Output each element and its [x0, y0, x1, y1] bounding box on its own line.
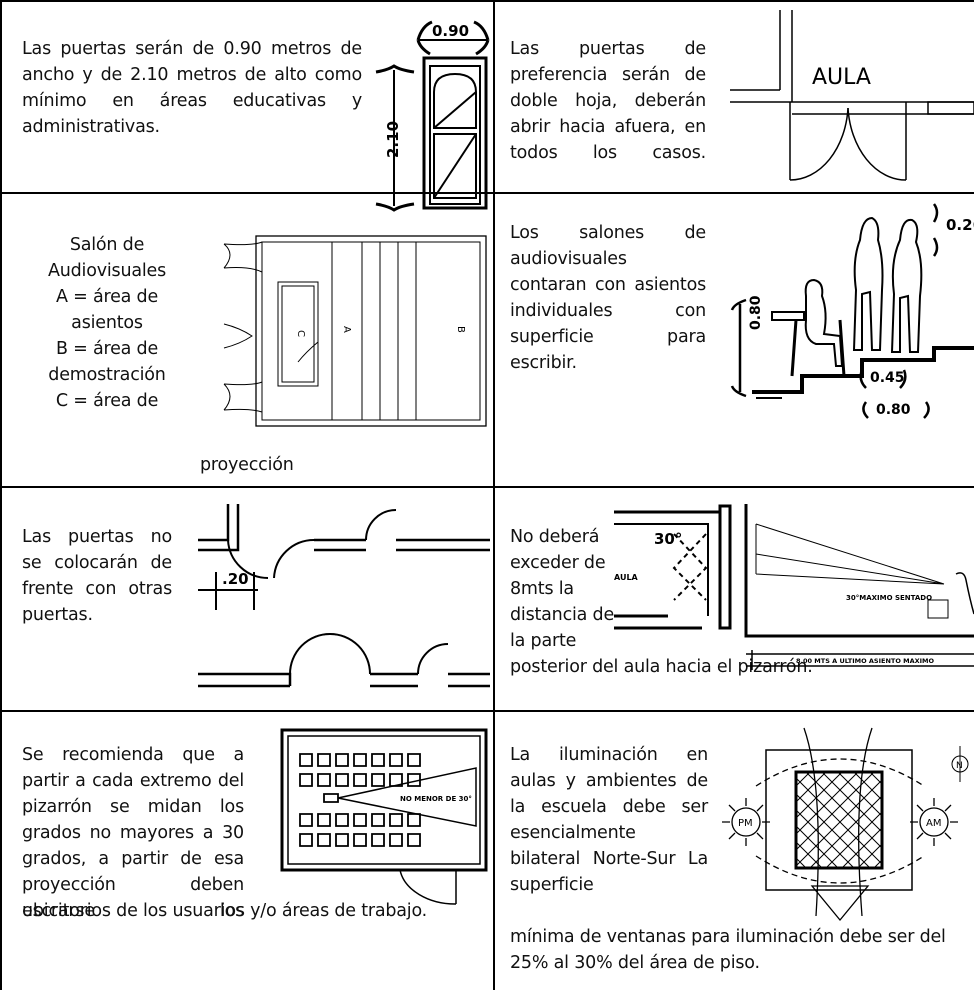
row-divider: [0, 0, 974, 2]
av-seats-text: Los salones de audiovisuales contaran co…: [510, 223, 706, 373]
classroom-desks-figure: NO MENOR DE 30°: [280, 728, 490, 905]
angle-min-label: NO MENOR DE 30°: [400, 795, 472, 803]
distance-8m-label: 8.00 MTS A ULTIMO ASIENTO MAXIMO: [796, 657, 935, 665]
table-center-divider: [493, 0, 495, 990]
distance-text-end: posterior del aula hacia el pizarrón.: [510, 657, 813, 677]
door-elevation-figure: 0.90 2.10: [370, 18, 490, 212]
height-label: 2.10: [384, 121, 402, 158]
lighting-text: La iluminación en aulas y ambientes de l…: [510, 745, 708, 895]
orientation-plan-figure: PM AM N: [712, 726, 974, 922]
doors-double-text: Las puertas de preferencia serán de dobl…: [510, 39, 706, 163]
row-divider: [0, 486, 974, 488]
svg-text:N: N: [956, 761, 963, 771]
area-a-label: A: [341, 326, 352, 333]
av-room-legend: Salón de Audiovisuales A = área de asien…: [47, 235, 167, 411]
board-angle-text-end: escritorios de los usuarios y/o áreas de…: [22, 901, 428, 921]
aula-small-label: AULA: [614, 573, 639, 582]
svg-text:PM: PM: [738, 818, 753, 829]
doors-dimension-text: Las puertas serán de 0.90 metros de anch…: [22, 39, 362, 137]
seated-person-figure: 0.26 0.80 0.45 0.80: [712, 200, 974, 436]
distance-text: No deberá exceder de 8mts la distancia d…: [510, 527, 615, 651]
doors-facing-plan-figure: .20: [198, 500, 490, 700]
classroom-door-plan-figure: AULA: [730, 10, 974, 190]
dim-080-horizontal-label: 0.80: [876, 402, 911, 418]
dim-080-vertical-label: 0.80: [748, 295, 764, 330]
angle-30-label: 30°: [654, 530, 682, 548]
pm-sun-icon: PM: [722, 798, 770, 846]
board-angle-text: Se recomienda que a partir a cada extrem…: [22, 745, 244, 921]
width-label: 0.90: [432, 22, 469, 40]
area-b-label: B: [455, 326, 466, 333]
gap-020-label: .20: [222, 570, 249, 588]
av-room-plan-figure: C A B: [222, 232, 488, 432]
dim-026-label: 0.26: [946, 216, 974, 234]
angle-max-label: 30°MAXIMO SENTADO: [846, 594, 932, 602]
am-sun-icon: AM: [910, 798, 958, 846]
classroom-distance-figure: 30° AULA 30°MAXIMO SENTADO 8.00 MTS A UL…: [614, 504, 974, 684]
row-divider: [0, 710, 974, 712]
area-c-label: C: [295, 330, 306, 337]
table-left-border: [0, 0, 2, 990]
aula-label: AULA: [812, 65, 871, 90]
av-room-legend-end: proyección: [200, 455, 294, 475]
doors-facing-text: Las puertas no se colocarán de frente co…: [22, 527, 172, 625]
north-compass-icon: N: [951, 746, 969, 782]
desk-rows: [299, 753, 421, 847]
lighting-text-end: mínima de ventanas para iluminación debe…: [510, 927, 946, 973]
svg-text:AM: AM: [926, 818, 941, 829]
dim-045-label: 0.45: [870, 370, 905, 386]
